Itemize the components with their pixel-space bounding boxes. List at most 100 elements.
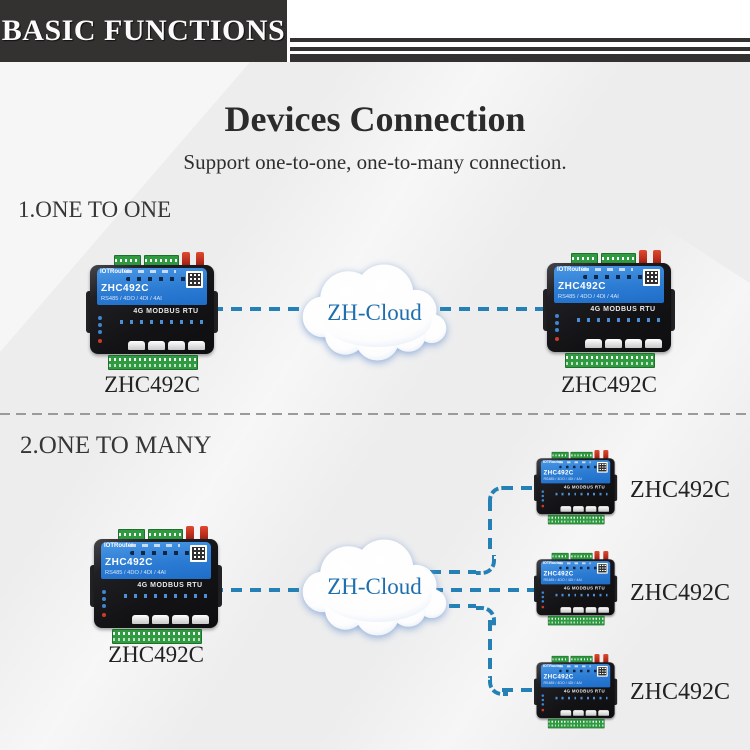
indicator-led <box>541 591 545 594</box>
output-connector <box>573 710 584 716</box>
io-leds-row <box>120 320 204 324</box>
output-connector <box>625 339 642 348</box>
terminal-block-bottom <box>547 615 605 626</box>
io-leds-row <box>124 594 208 598</box>
device-caption: ZHC492C <box>630 580 731 606</box>
output-connector <box>560 710 572 716</box>
banner-title: BASIC FUNCTIONS <box>1 14 286 47</box>
status-leds-top <box>126 277 188 281</box>
indicator-led <box>541 494 545 498</box>
status-leds-top <box>583 275 645 279</box>
device-model-text: ZHC492C <box>543 469 574 477</box>
page-title: Devices Connection <box>224 99 526 139</box>
output-connector <box>573 506 584 512</box>
output-connector <box>172 615 189 624</box>
power-led <box>541 504 545 508</box>
output-connector <box>598 607 609 613</box>
device-unit: IOTRouter ZHC492C RS485 / 4DO / 4DI / 4A… <box>543 250 675 370</box>
output-connector <box>585 710 597 716</box>
device-mode-text: 4G MODBUS RTU <box>563 586 605 591</box>
status-leds-top <box>130 551 192 555</box>
power-led <box>98 339 102 343</box>
section-banner: BASIC FUNCTIONS <box>0 0 287 62</box>
output-connector <box>128 341 145 350</box>
device-mode-text: 4G MODBUS RTU <box>137 582 203 589</box>
brand-logo: IOTRouter <box>100 269 130 275</box>
device-unit: IOTRouter ZHC492C RS485 / 4DO / 4DI / 4A… <box>534 654 618 730</box>
indicator-led <box>541 490 545 493</box>
connection-corner <box>476 555 496 575</box>
output-connector <box>605 339 622 348</box>
header-stripe <box>290 54 750 62</box>
heading-one-to-one: 1.ONE TO ONE <box>18 197 172 222</box>
device-interfaces-text: RS485 / 4DO / 4DI / 4AI <box>543 477 582 482</box>
output-connector <box>598 710 609 716</box>
output-connector <box>585 506 597 512</box>
device-unit: IOTRouter ZHC492C RS485 / 4DO / 4DI / 4A… <box>90 526 222 646</box>
connection-line-top-branch <box>502 486 538 490</box>
indicator-led <box>98 323 102 327</box>
indicator-led <box>541 694 545 697</box>
io-leds-row <box>577 318 661 322</box>
output-connector <box>148 341 165 350</box>
terminal-block-bottom <box>565 353 655 368</box>
device-unit: IOTRouter ZHC492C RS485 / 4DO / 4DI / 4A… <box>534 551 618 627</box>
panel-markings <box>126 270 176 273</box>
output-connector <box>188 341 205 350</box>
panel-markings <box>130 544 180 547</box>
cloud-label: ZH-Cloud <box>327 300 422 325</box>
device-model-text: ZHC492C <box>543 673 574 681</box>
panel-markings <box>559 461 591 464</box>
terminal-block-bottom <box>547 718 605 729</box>
cloud-label: ZH-Cloud <box>327 574 422 599</box>
device-model-text: ZHC492C <box>105 557 153 568</box>
brand-logo: IOTRouter <box>104 543 134 549</box>
device-mode-text: 4G MODBUS RTU <box>590 306 656 313</box>
device-caption: ZHC492C <box>108 642 204 667</box>
status-leds-top <box>559 669 599 673</box>
indicator-led <box>541 600 545 603</box>
device-unit: IOTRouter ZHC492C RS485 / 4DO / 4DI / 4A… <box>534 450 618 526</box>
panel-markings <box>583 268 633 271</box>
header-stripe <box>290 47 750 51</box>
heading-one-to-many: 2.ONE TO MANY <box>20 432 212 459</box>
connection-line-bottom-branch <box>502 688 536 692</box>
indicator-led <box>555 328 559 332</box>
device-interfaces-text: RS485 / 4DO / 4DI / 4AI <box>105 570 166 576</box>
output-connector <box>573 607 584 613</box>
connection-line-top-branch <box>488 500 492 556</box>
device-model-text: ZHC492C <box>558 281 606 292</box>
device-mode-text: 4G MODBUS RTU <box>563 485 605 490</box>
output-connector <box>152 615 169 624</box>
io-leds-row <box>555 492 609 496</box>
header-background <box>287 0 750 62</box>
device-interfaces-text: RS485 / 4DO / 4DI / 4AI <box>543 578 582 583</box>
io-leds-row <box>555 696 609 700</box>
qr-code-icon <box>643 269 660 286</box>
terminal-block-bottom <box>547 514 605 525</box>
output-connector <box>585 339 602 348</box>
panel-markings <box>559 562 591 565</box>
connection-corner <box>476 606 496 626</box>
device-mode-text: 4G MODBUS RTU <box>133 308 199 315</box>
qr-code-icon <box>597 562 608 574</box>
output-connector <box>560 506 572 512</box>
brand-logo: IOTRouter <box>557 267 587 273</box>
output-connector <box>132 615 149 624</box>
output-connector <box>645 339 662 348</box>
device-caption: ZHC492C <box>630 679 731 705</box>
output-connector <box>560 607 572 613</box>
qr-code-icon <box>186 271 203 288</box>
device-mode-text: 4G MODBUS RTU <box>563 689 605 694</box>
status-leds-top <box>559 465 599 469</box>
indicator-led <box>555 321 559 325</box>
power-led <box>541 708 545 712</box>
power-led <box>555 337 559 341</box>
output-connector <box>598 506 609 512</box>
device-interfaces-text: RS485 / 4DO / 4DI / 4AI <box>101 296 162 302</box>
device-model-text: ZHC492C <box>101 283 149 294</box>
qr-code-icon <box>597 665 608 677</box>
device-caption: ZHC492C <box>630 477 731 503</box>
status-leds-top <box>559 566 599 570</box>
